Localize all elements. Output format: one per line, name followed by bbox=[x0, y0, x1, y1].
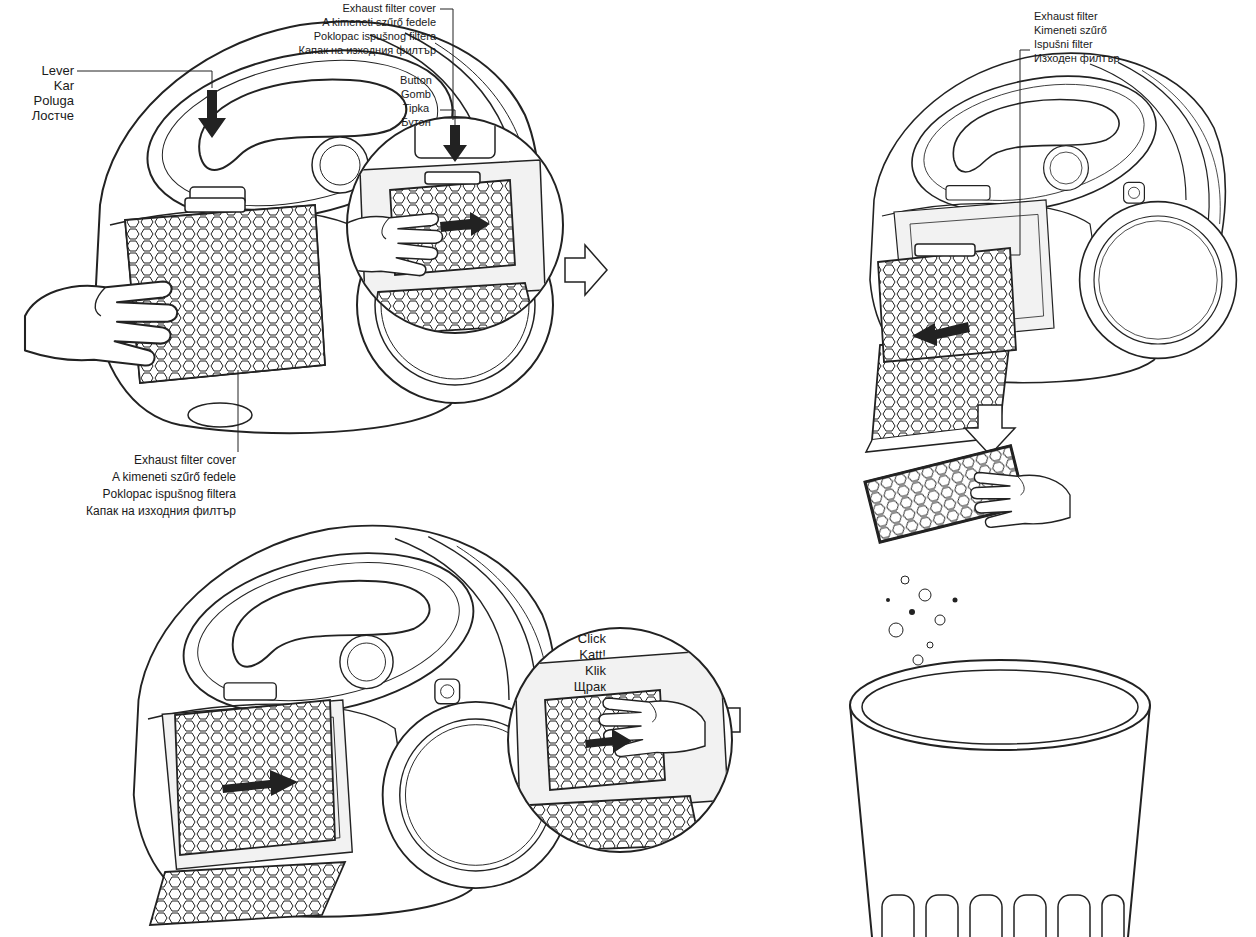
part-label: Бутон bbox=[306, 116, 526, 129]
part-label: Poluga bbox=[0, 94, 74, 109]
part-label: Капак на изходния филтър bbox=[16, 505, 236, 519]
vacuum-closed bbox=[25, 22, 553, 452]
line-art bbox=[372, 283, 535, 335]
line-art bbox=[1102, 895, 1124, 937]
part-label: Kar bbox=[0, 79, 74, 94]
line-art bbox=[440, 9, 453, 120]
part-label: Katt! bbox=[386, 648, 606, 663]
part-label: Tipka bbox=[306, 102, 526, 115]
line-art bbox=[238, 370, 239, 452]
line-art bbox=[889, 623, 903, 637]
line-art bbox=[882, 895, 914, 937]
line-art bbox=[440, 212, 490, 236]
part-label: Lever bbox=[0, 64, 74, 79]
part-label: Poklopac ispušnog filtera bbox=[16, 488, 236, 502]
part-label: Exhaust filter bbox=[1034, 10, 1254, 23]
part-label: Click bbox=[386, 632, 606, 647]
line-art bbox=[515, 650, 728, 815]
part-label: Изходен филтър bbox=[1034, 52, 1254, 65]
vacuum-opened bbox=[866, 50, 1236, 452]
line-art bbox=[508, 628, 732, 852]
line-art bbox=[1010, 50, 1030, 255]
part-label: Щрак bbox=[386, 680, 606, 695]
part-label: Exhaust filter cover bbox=[16, 454, 236, 468]
line-art bbox=[585, 729, 632, 753]
line-art bbox=[912, 322, 970, 346]
filter-disposal bbox=[850, 446, 1150, 937]
line-art bbox=[850, 660, 1150, 750]
line-art bbox=[919, 589, 931, 601]
line-art bbox=[913, 655, 923, 665]
part-label: Капак на изходния филтър bbox=[216, 44, 436, 57]
line-art bbox=[970, 895, 1002, 937]
line-art bbox=[927, 642, 933, 648]
line-art bbox=[134, 526, 569, 917]
line-art bbox=[150, 862, 345, 925]
part-label: Ispušni filter bbox=[1034, 38, 1254, 51]
line-art bbox=[25, 282, 177, 366]
line-art bbox=[95, 22, 553, 434]
line-art bbox=[77, 71, 212, 88]
line-art bbox=[901, 576, 909, 584]
line-art bbox=[926, 895, 958, 937]
part-label: Лостче bbox=[0, 109, 74, 124]
line-art bbox=[198, 90, 226, 138]
line-art bbox=[878, 248, 1016, 362]
part-label: Klik bbox=[386, 664, 606, 679]
part-label: Button bbox=[306, 74, 526, 87]
line-art bbox=[425, 172, 480, 184]
line-art bbox=[443, 125, 467, 162]
vacuum-reassembly bbox=[134, 526, 569, 925]
line-art bbox=[347, 117, 563, 333]
line-art bbox=[1014, 895, 1046, 937]
line-art bbox=[175, 700, 335, 855]
part-label: Gomb bbox=[306, 88, 526, 101]
line-art bbox=[915, 244, 975, 256]
line-art bbox=[185, 198, 245, 212]
line-art bbox=[330, 118, 570, 335]
part-label: Kimeneti szűrő bbox=[1034, 24, 1254, 37]
detail-circle bbox=[508, 628, 732, 852]
line-art bbox=[440, 110, 455, 125]
line-art bbox=[935, 615, 945, 625]
line-art bbox=[971, 473, 1070, 528]
part-label: A kimeneti szűrő fedele bbox=[16, 471, 236, 485]
line-art bbox=[870, 53, 1236, 382]
line-art bbox=[1058, 895, 1090, 937]
part-label: Poklopac ispušnog filtera bbox=[216, 30, 436, 43]
line-art bbox=[953, 598, 958, 603]
part-label: Exhaust filter cover bbox=[216, 2, 436, 15]
line-art bbox=[886, 598, 890, 602]
detail-circle bbox=[330, 9, 570, 335]
part-label: A kimeneti szűrő fedele bbox=[216, 16, 436, 29]
line-art bbox=[909, 609, 915, 615]
line-art bbox=[862, 670, 1138, 744]
line-art bbox=[508, 628, 732, 852]
line-art bbox=[222, 770, 298, 796]
step-arrow bbox=[565, 245, 607, 295]
